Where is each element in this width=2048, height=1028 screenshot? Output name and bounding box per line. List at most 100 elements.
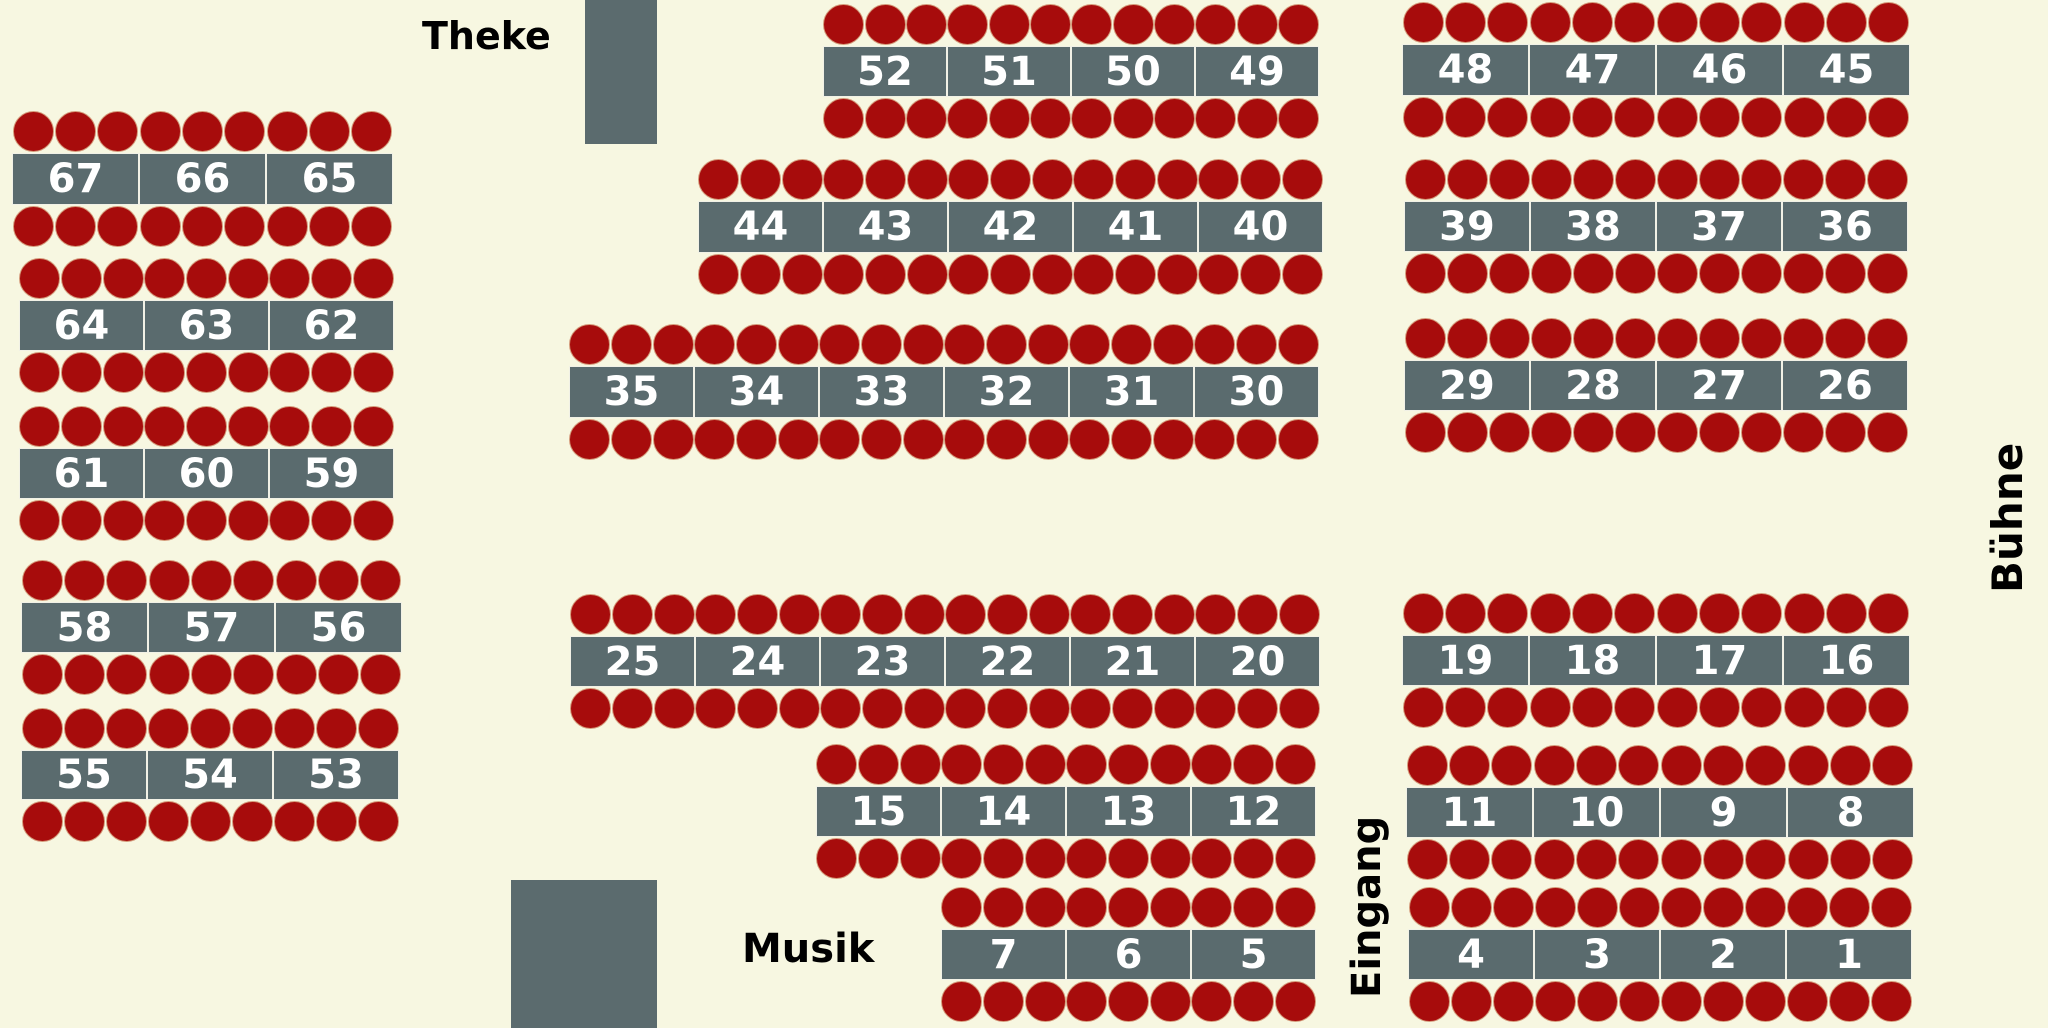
seat-top-6-1[interactable] [1066,887,1108,928]
seat-top-11-2[interactable] [1449,745,1490,786]
seat-bottom-59-1[interactable] [269,500,311,541]
seat-top-47-2[interactable] [1572,2,1613,43]
seat-bottom-38-2[interactable] [1572,253,1614,294]
table-12[interactable]: 12 [1191,786,1316,837]
seat-bottom-30-2[interactable] [1236,419,1277,460]
seat-bottom-34-1[interactable] [694,419,736,460]
seat-top-28-1[interactable] [1530,318,1572,359]
seat-bottom-10-2[interactable] [1576,839,1617,880]
seat-bottom-52-3[interactable] [905,98,947,139]
table-39[interactable]: 39 [1404,201,1530,252]
seat-bottom-19-2[interactable] [1445,687,1486,728]
seat-top-22-2[interactable] [987,594,1028,635]
seat-top-30-2[interactable] [1236,324,1277,365]
seat-top-29-3[interactable] [1488,318,1530,359]
seat-top-26-2[interactable] [1824,318,1866,359]
table-24[interactable]: 24 [695,636,820,687]
seat-bottom-55-3[interactable] [105,801,147,842]
seat-bottom-46-3[interactable] [1741,97,1783,138]
seat-bottom-62-3[interactable] [352,352,394,393]
seat-top-29-1[interactable] [1404,318,1446,359]
table-4[interactable]: 4 [1408,929,1534,980]
seat-bottom-8-2[interactable] [1830,839,1871,880]
seat-top-16-3[interactable] [1868,593,1910,634]
seat-top-11-3[interactable] [1491,745,1533,786]
seat-bottom-54-3[interactable] [231,801,273,842]
seat-top-27-2[interactable] [1698,318,1740,359]
seat-top-62-3[interactable] [352,258,394,299]
seat-top-38-3[interactable] [1614,159,1656,200]
seat-top-66-3[interactable] [224,111,266,152]
seat-top-13-1[interactable] [1066,744,1108,785]
seat-top-42-3[interactable] [1031,159,1073,200]
seat-top-5-1[interactable] [1191,887,1233,928]
seat-bottom-38-1[interactable] [1530,253,1572,294]
seat-bottom-16-2[interactable] [1826,687,1867,728]
table-67[interactable]: 67 [12,153,139,205]
seat-top-52-1[interactable] [823,4,865,45]
seat-bottom-18-2[interactable] [1572,687,1613,728]
seat-bottom-7-2[interactable] [983,981,1024,1022]
seat-top-1-1[interactable] [1786,887,1828,928]
table-59[interactable]: 59 [269,448,394,499]
seat-top-27-1[interactable] [1656,318,1698,359]
table-63[interactable]: 63 [144,300,269,351]
seat-top-14-1[interactable] [941,744,983,785]
seat-top-40-2[interactable] [1240,159,1281,200]
seat-top-17-3[interactable] [1741,593,1783,634]
seat-bottom-60-3[interactable] [227,500,269,541]
table-35[interactable]: 35 [569,366,694,418]
seat-bottom-36-2[interactable] [1824,253,1866,294]
seat-bottom-48-3[interactable] [1487,97,1529,138]
seat-bottom-48-2[interactable] [1445,97,1486,138]
seat-bottom-62-2[interactable] [311,352,352,393]
seat-bottom-21-3[interactable] [1153,688,1195,729]
seat-top-64-3[interactable] [102,258,144,299]
seat-top-7-3[interactable] [1024,887,1066,928]
seat-bottom-63-3[interactable] [227,352,269,393]
seat-bottom-56-3[interactable] [360,654,402,695]
seat-top-35-3[interactable] [652,324,694,365]
table-57[interactable]: 57 [148,602,275,653]
seat-bottom-34-3[interactable] [777,419,819,460]
seat-top-49-1[interactable] [1195,4,1237,45]
seat-top-36-2[interactable] [1824,159,1866,200]
seat-bottom-46-1[interactable] [1656,97,1698,138]
seat-bottom-22-1[interactable] [945,688,987,729]
seat-top-50-3[interactable] [1153,4,1195,45]
seat-top-20-2[interactable] [1237,594,1278,635]
table-38[interactable]: 38 [1530,201,1656,252]
seat-top-65-3[interactable] [351,111,393,152]
seat-top-18-3[interactable] [1614,593,1656,634]
seat-top-6-3[interactable] [1149,887,1191,928]
seat-bottom-1-1[interactable] [1786,981,1828,1022]
seat-top-64-2[interactable] [61,258,102,299]
seat-bottom-58-3[interactable] [106,654,148,695]
seat-bottom-26-2[interactable] [1824,412,1866,453]
seat-bottom-33-1[interactable] [819,419,861,460]
seat-bottom-17-1[interactable] [1656,687,1698,728]
seat-bottom-27-1[interactable] [1656,412,1698,453]
table-6[interactable]: 6 [1066,929,1191,980]
seat-bottom-30-1[interactable] [1194,419,1236,460]
seat-top-33-2[interactable] [861,324,902,365]
table-51[interactable]: 51 [947,46,1071,97]
seat-top-42-1[interactable] [948,159,990,200]
seat-top-4-2[interactable] [1450,887,1492,928]
seat-bottom-48-1[interactable] [1402,97,1444,138]
seat-bottom-35-1[interactable] [569,419,611,460]
table-23[interactable]: 23 [820,636,945,687]
seat-top-54-1[interactable] [147,708,189,749]
table-9[interactable]: 9 [1660,787,1787,838]
seat-bottom-28-1[interactable] [1530,412,1572,453]
seat-top-58-3[interactable] [106,560,148,601]
seat-bottom-25-1[interactable] [570,688,612,729]
seat-top-37-1[interactable] [1656,159,1698,200]
seat-bottom-65-3[interactable] [351,206,393,247]
seat-top-54-3[interactable] [231,708,273,749]
seat-bottom-11-1[interactable] [1406,839,1448,880]
seat-top-9-2[interactable] [1703,745,1744,786]
seat-top-43-1[interactable] [823,159,865,200]
seat-bottom-13-2[interactable] [1108,838,1149,879]
seat-top-3-2[interactable] [1576,887,1618,928]
